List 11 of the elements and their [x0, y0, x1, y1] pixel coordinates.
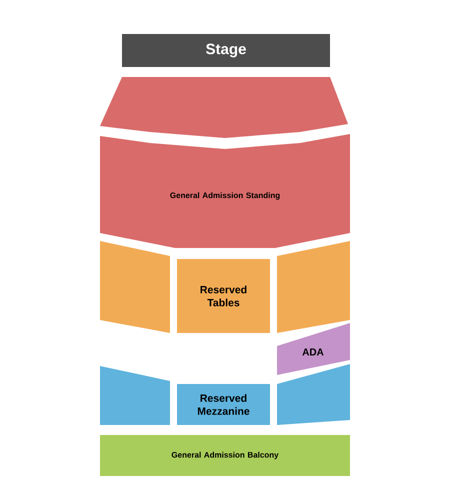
- seating-section: Reserved Tables: [177, 259, 270, 333]
- seating-section: Reserved Mezzanine: [177, 384, 270, 425]
- seating-section: [277, 241, 350, 333]
- seating-section: [100, 241, 170, 333]
- seating-section: General Admission Standing: [100, 134, 350, 248]
- seating-section: [100, 77, 348, 138]
- seating-section: [277, 364, 350, 425]
- ada-section: ADA: [277, 323, 350, 375]
- seating-section: General Admission Balcony: [100, 435, 350, 476]
- seating-section: [100, 366, 170, 425]
- stage: Stage: [122, 34, 330, 67]
